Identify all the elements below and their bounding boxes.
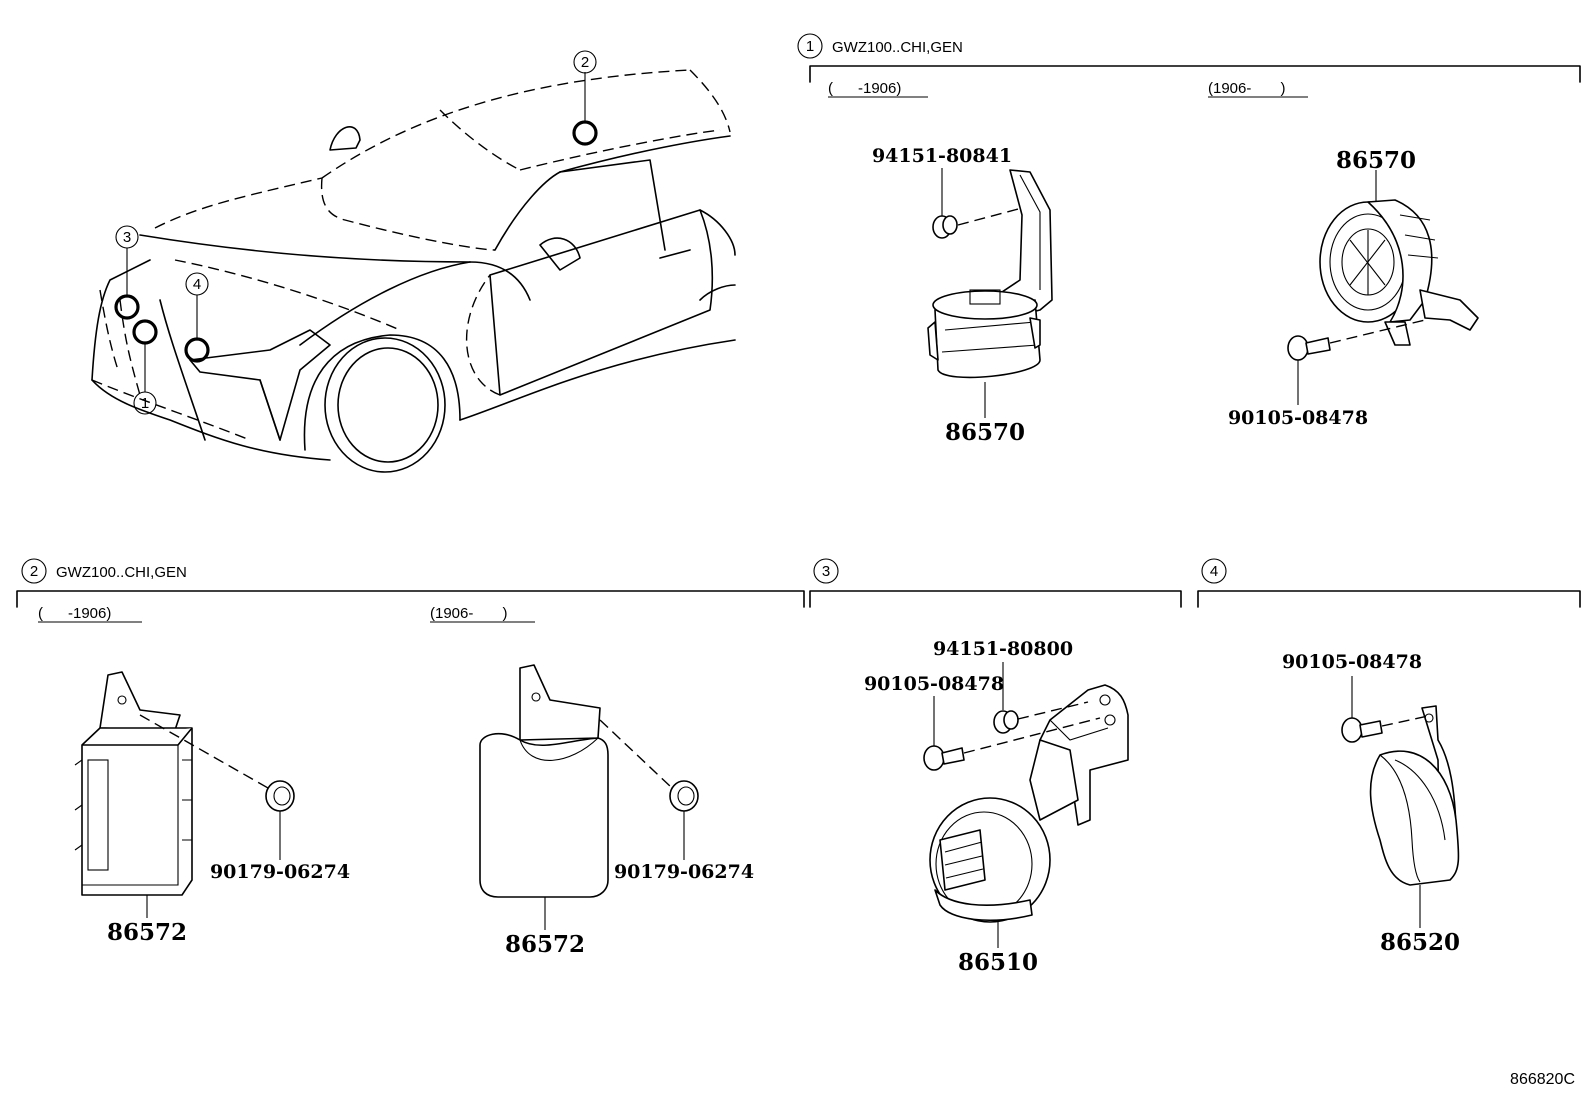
section-2-range-late: (1906- ) bbox=[430, 605, 508, 622]
section-3-bracket bbox=[809, 590, 1182, 608]
horn-86520-drawing bbox=[1369, 705, 1460, 886]
part-number-86572-left: 86572 bbox=[107, 919, 187, 946]
nut-90179-06274-right-icon bbox=[669, 780, 699, 812]
section-2-title: GWZ100..CHI,GEN bbox=[56, 564, 187, 581]
ecu-early-drawing bbox=[74, 671, 193, 896]
part-number-86510: 86510 bbox=[958, 949, 1038, 976]
bolt-90105-08478-s3-icon bbox=[923, 745, 965, 771]
overview-callout-1: 1 bbox=[133, 391, 157, 415]
section-1-header: 1 GWZ100..CHI,GEN bbox=[797, 33, 963, 59]
section-3: 3 94151-80800 90105-08478 bbox=[809, 558, 1182, 976]
section-4-bracket bbox=[1197, 590, 1581, 608]
part-number-86520: 86520 bbox=[1380, 929, 1460, 956]
section-2: 2 GWZ100..CHI,GEN ( -1906) (1906- ) 9017… bbox=[16, 558, 805, 958]
part-number-90105-08478-s1: 90105-08478 bbox=[1228, 407, 1368, 429]
horn-86510-drawing bbox=[929, 684, 1129, 923]
callout-2-number: 2 bbox=[581, 54, 589, 71]
siren-late-drawing bbox=[1319, 199, 1479, 346]
section-1-bracket bbox=[809, 65, 1581, 83]
bolt-90105-08478-s4-icon bbox=[1341, 717, 1383, 743]
section-1-range-early: ( -1906) bbox=[828, 80, 901, 97]
ecu-late-drawing bbox=[479, 664, 609, 898]
section-1-number: 1 bbox=[806, 38, 814, 55]
diagram-reference-code: 866820C bbox=[1510, 1071, 1575, 1088]
part-number-94151-80841: 94151-80841 bbox=[872, 145, 1012, 167]
section-2-range-early: ( -1906) bbox=[38, 605, 111, 622]
section-4-header: 4 bbox=[1201, 558, 1227, 584]
part-number-94151-80800: 94151-80800 bbox=[933, 638, 1073, 660]
section-3-header: 3 bbox=[813, 558, 839, 584]
section-4: 4 90105-08478 86520 bbox=[1197, 558, 1581, 956]
vehicle-overview: 2 3 1 4 bbox=[91, 50, 736, 473]
section-2-header: 2 GWZ100..CHI,GEN bbox=[21, 558, 187, 584]
section-1-title: GWZ100..CHI,GEN bbox=[832, 39, 963, 56]
section-1: 1 GWZ100..CHI,GEN ( -1906) (1906- ) 94 bbox=[797, 33, 1581, 446]
part-number-90179-06274-right: 90179-06274 bbox=[614, 861, 754, 883]
part-number-86572-right: 86572 bbox=[505, 931, 585, 958]
section-3-number: 3 bbox=[822, 563, 830, 580]
siren-early-drawing bbox=[927, 169, 1053, 379]
section-1-range-late: (1906- ) bbox=[1208, 80, 1286, 97]
callout-1-number: 1 bbox=[141, 395, 149, 412]
overview-callout-2: 2 bbox=[573, 50, 597, 74]
nut-94151-80800-icon bbox=[993, 710, 1019, 734]
part-number-90179-06274-left: 90179-06274 bbox=[210, 861, 350, 883]
section-4-number: 4 bbox=[1210, 563, 1218, 580]
part-number-90105-08478-s4: 90105-08478 bbox=[1282, 651, 1422, 673]
nut-94151-80841-icon bbox=[932, 215, 958, 239]
part-number-86570-early: 86570 bbox=[945, 419, 1025, 446]
overview-callout-4: 4 bbox=[185, 272, 209, 296]
bolt-90105-08478-late-icon bbox=[1287, 335, 1331, 361]
section-2-bracket bbox=[16, 590, 805, 608]
callout-3-number: 3 bbox=[123, 229, 131, 246]
part-number-86570-late: 86570 bbox=[1336, 147, 1416, 174]
section-2-number: 2 bbox=[30, 563, 38, 580]
callout-4-number: 4 bbox=[193, 276, 201, 293]
part-number-90105-08478-s3: 90105-08478 bbox=[864, 673, 1004, 695]
overview-callout-3: 3 bbox=[115, 225, 139, 249]
nut-90179-06274-left-icon bbox=[265, 780, 295, 812]
